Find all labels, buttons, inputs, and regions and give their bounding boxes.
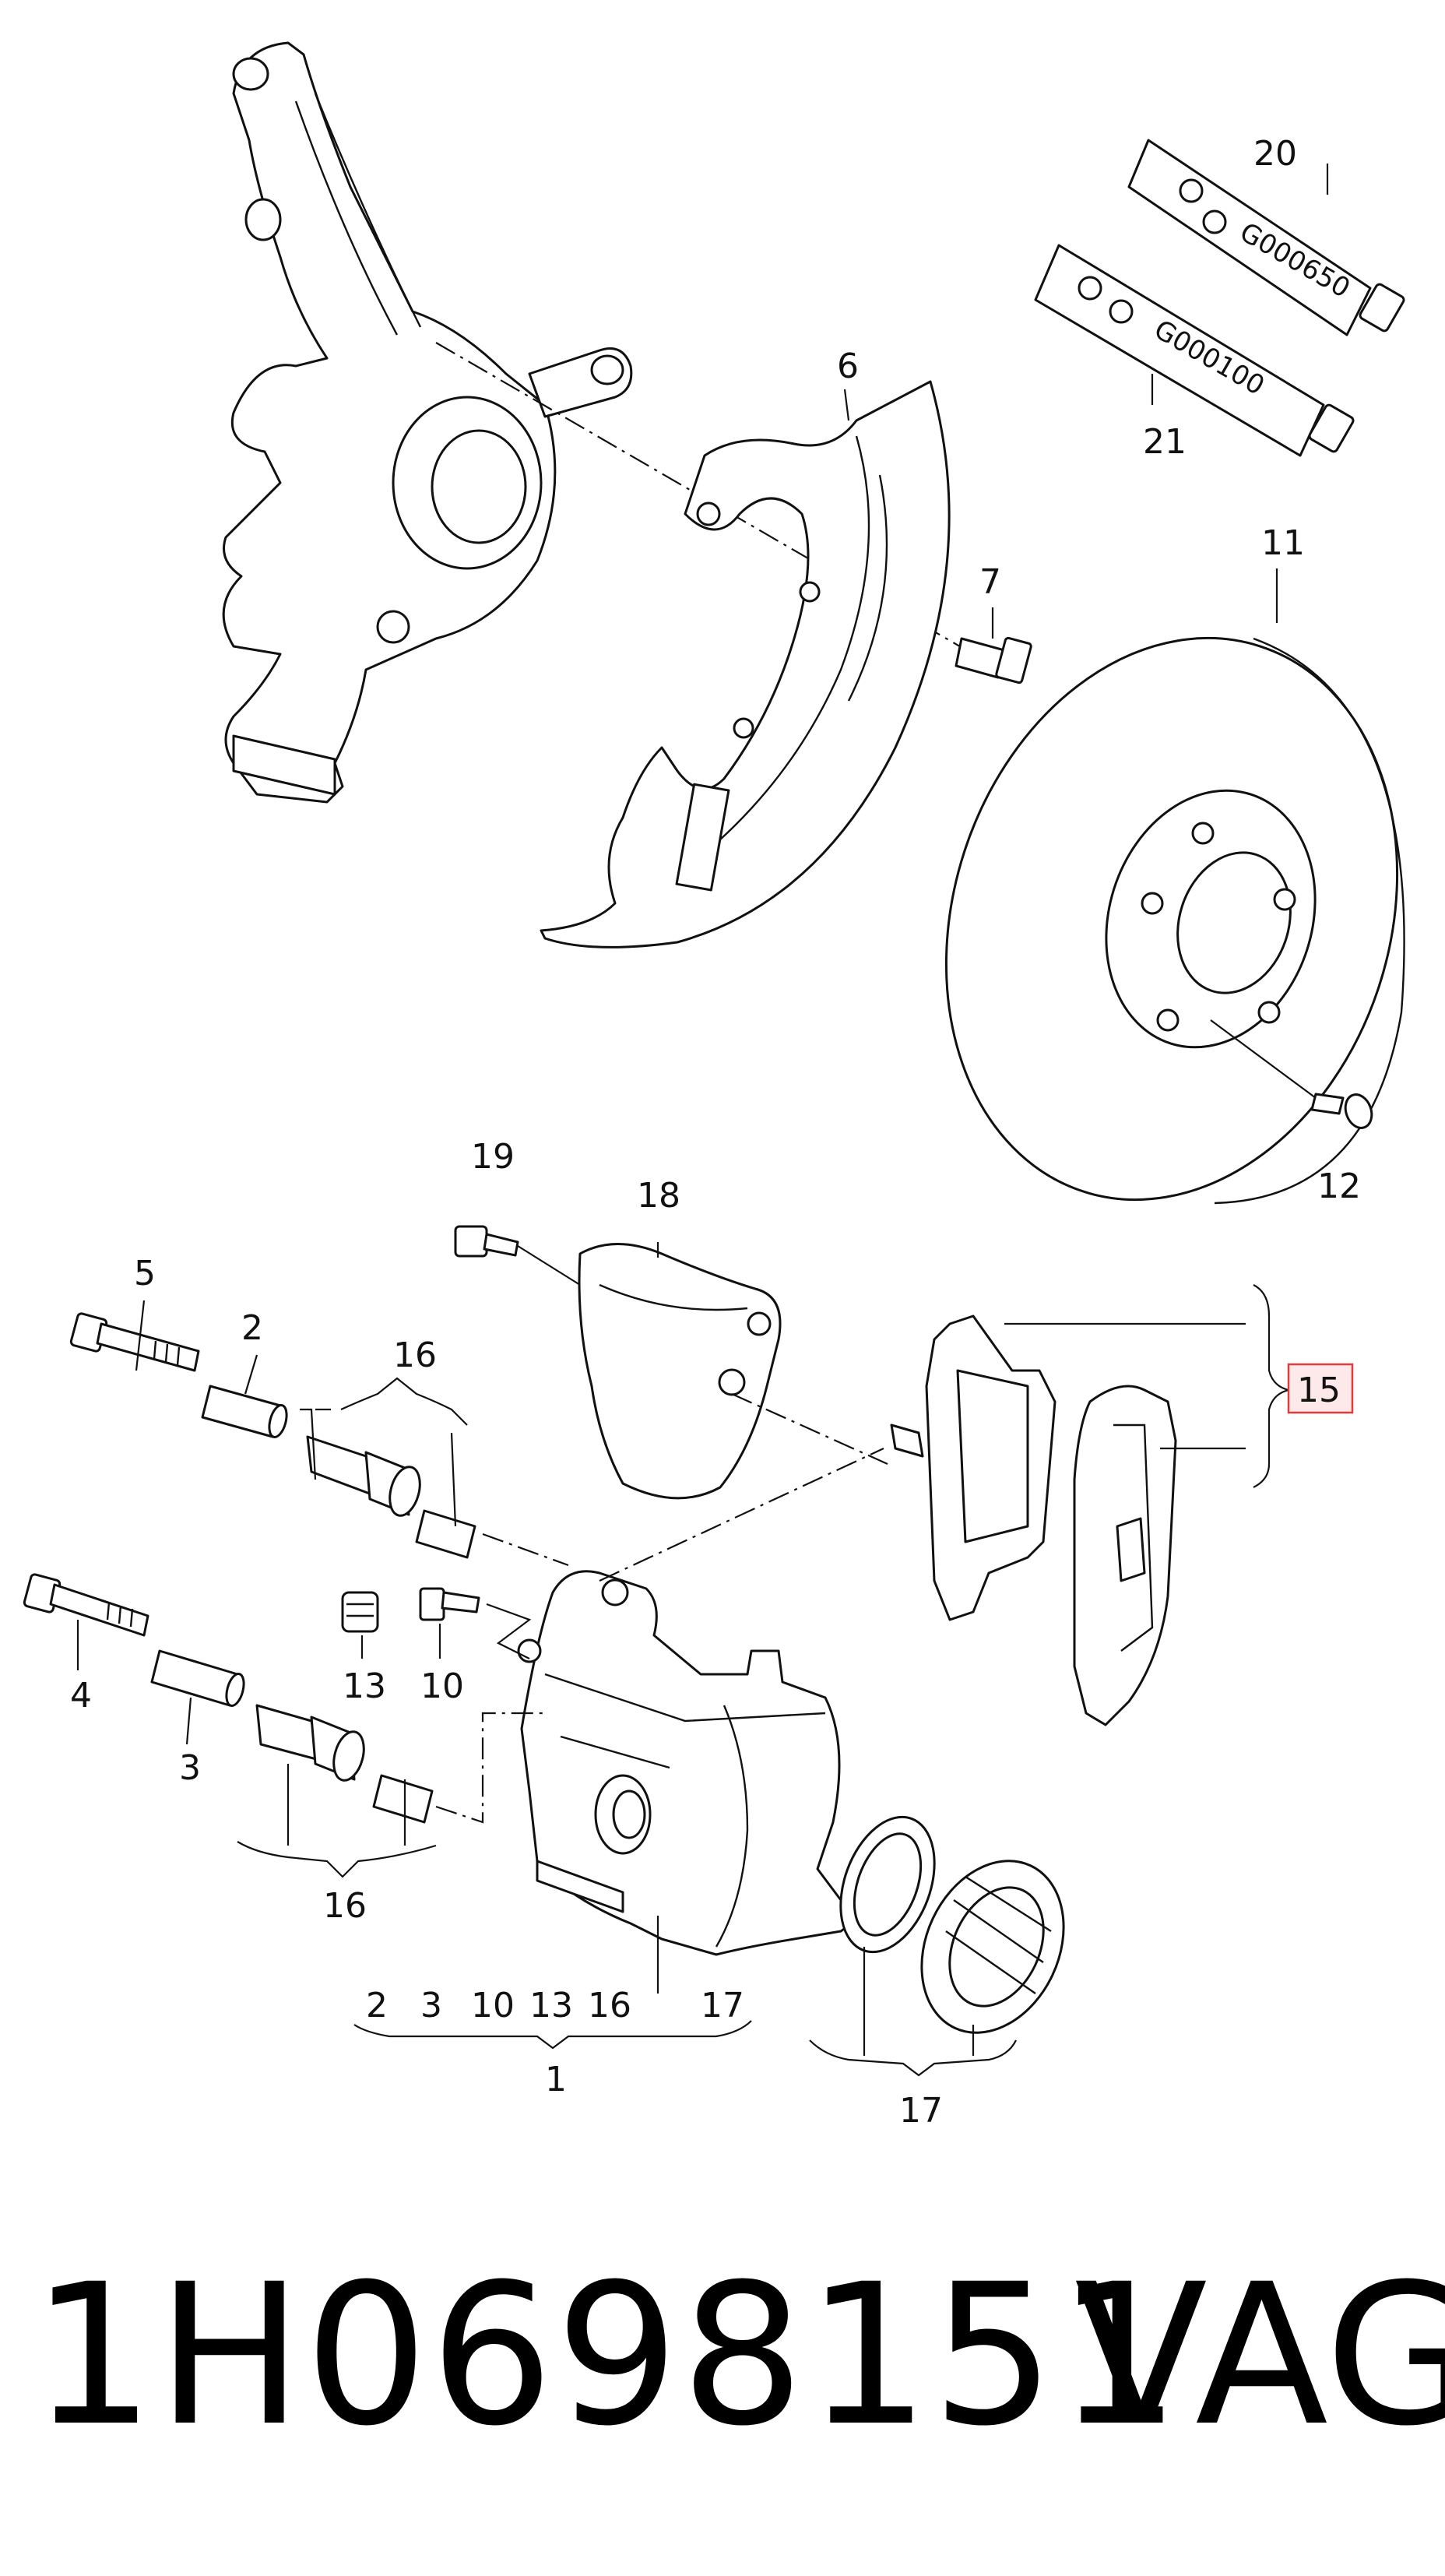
sleeve-3 [150, 1649, 245, 1707]
kit-item-3: 3 [420, 1986, 442, 2025]
caliper-axis-line [599, 1448, 884, 1582]
caliper-housing [517, 1570, 854, 1956]
callout-1: 1 [545, 2060, 567, 2099]
callout-16-lower: 16 [323, 1886, 367, 1926]
callout-12: 12 [1317, 1167, 1361, 1206]
guide-pin-lower [255, 1704, 434, 1824]
callout-10: 10 [420, 1666, 464, 1706]
kit-item-16: 16 [588, 1986, 631, 2025]
bolt-19 [454, 1225, 519, 1258]
callout-7: 7 [979, 562, 1001, 602]
dust-cap-13 [341, 1591, 379, 1633]
screw-12 [1210, 1019, 1373, 1129]
kit-item-13: 13 [529, 1986, 573, 2025]
leader-lines [76, 164, 1329, 2077]
brake-disc [944, 636, 1405, 1205]
callout-13: 13 [343, 1666, 386, 1706]
repair-kit-list: 2 3 10 13 16 17 [366, 1986, 744, 2025]
brake-pad-inner [890, 1314, 1057, 1621]
kit-item-17: 17 [701, 1986, 744, 2025]
callout-labels: 6 7 11 12 20 21 19 18 5 2 16 4 3 13 10 1… [70, 134, 1361, 2131]
bolt-5 [69, 1312, 200, 1372]
bolt-7 [955, 636, 1032, 684]
callout-19: 19 [471, 1137, 515, 1177]
callout-4: 4 [70, 1676, 92, 1716]
callout-20: 20 [1253, 134, 1297, 174]
grease-tube-20: G000650 [1127, 139, 1405, 336]
callout-3: 3 [179, 1748, 201, 1788]
callout-11: 11 [1261, 523, 1305, 563]
pin-axis-upper [482, 1533, 569, 1567]
callout-5: 5 [134, 1254, 156, 1293]
steering-knuckle [222, 41, 633, 804]
bleeder-valve-10 [419, 1587, 480, 1621]
piston-seal [839, 1815, 936, 1954]
callout-15-highlight[interactable]: 15 [1287, 1363, 1354, 1414]
brand-name: VAG [1074, 2242, 1445, 2469]
callout-17-seals: 17 [899, 2091, 943, 2131]
callout-18: 18 [637, 1176, 680, 1216]
part-number: 1H0698151 [31, 2242, 1183, 2469]
kit-item-2: 2 [366, 1986, 388, 2025]
dust-boot [920, 1860, 1065, 2034]
bracket-axis-line [731, 1392, 888, 1466]
callout-16-upper: 16 [393, 1336, 437, 1375]
callout-2: 2 [241, 1308, 263, 1348]
callout-6: 6 [837, 347, 859, 386]
callout-21: 21 [1143, 422, 1187, 462]
splash-shield [540, 380, 951, 948]
brake-pad-outer [1073, 1385, 1177, 1726]
guide-pin-upper [306, 1435, 476, 1559]
callout-15: 15 [1297, 1371, 1341, 1410]
pin-axis-lower [435, 1712, 545, 1824]
kit-item-10: 10 [471, 1986, 515, 2025]
guide-bracket-18 [578, 1243, 782, 1500]
bolt-4 [23, 1573, 149, 1637]
sleeve-2 [201, 1385, 288, 1438]
parts-diagram: G000650 G000100 [23, 41, 1405, 2131]
